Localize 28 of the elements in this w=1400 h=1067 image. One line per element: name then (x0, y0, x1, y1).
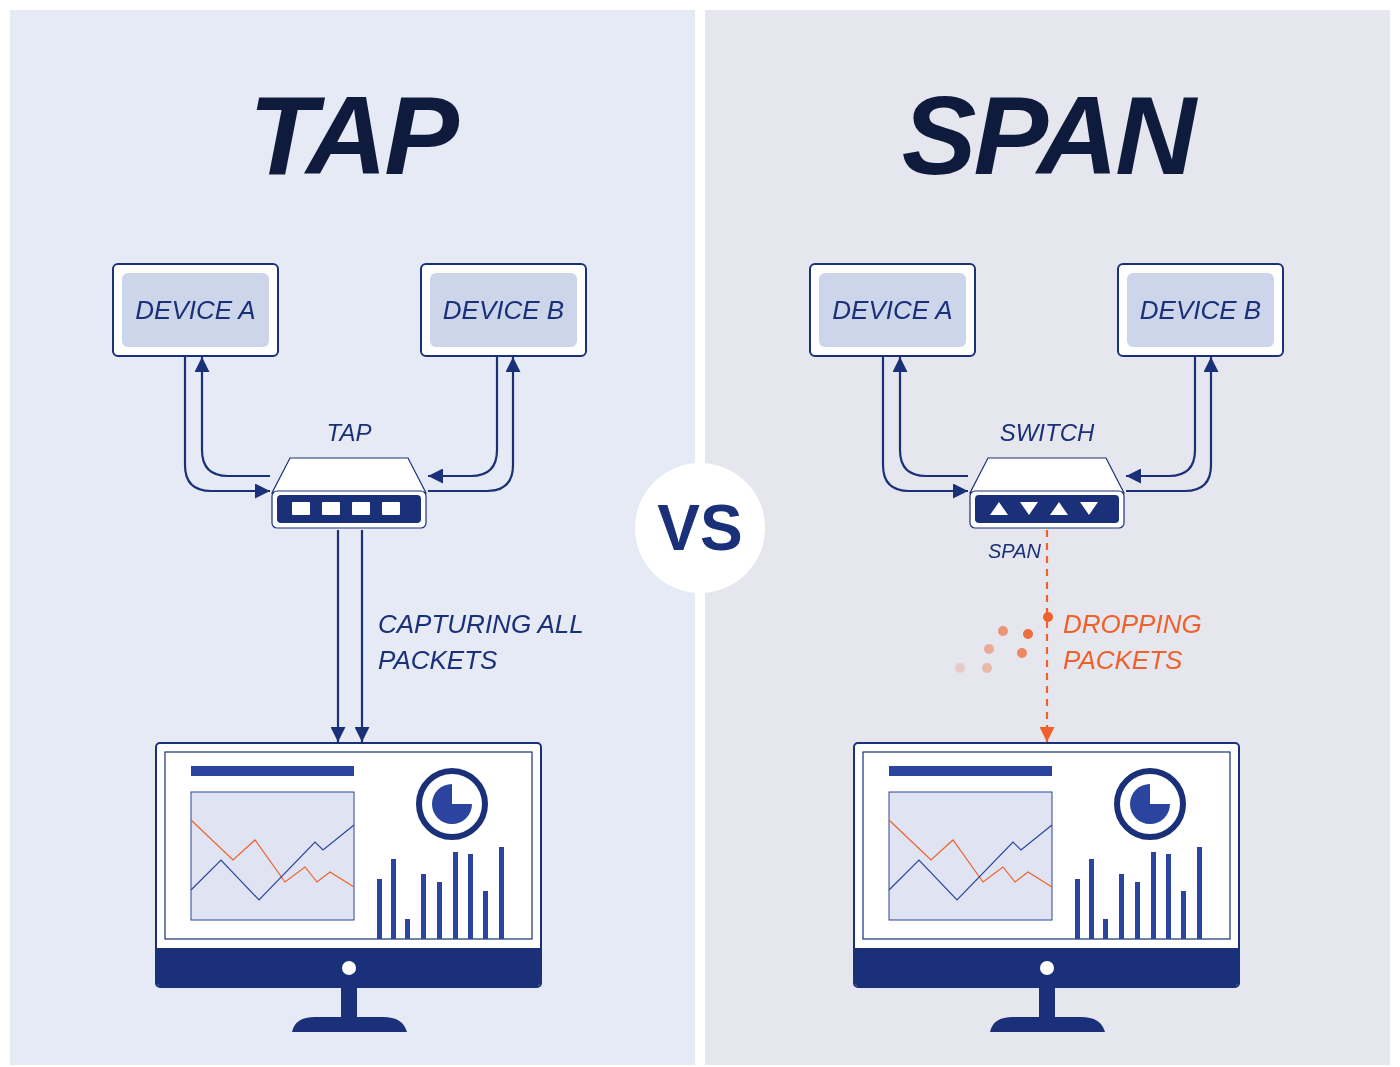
annotation-text: CAPTURING ALL PACKETS (378, 608, 585, 677)
device-label: DEVICE B (430, 273, 577, 347)
device-label: SWITCH (998, 418, 1096, 448)
arrow (1126, 357, 1219, 493)
arrow (428, 357, 499, 484)
arrow (881, 357, 968, 499)
arrow (354, 530, 370, 742)
arrow (183, 357, 270, 499)
panel-title: TAP (247, 80, 459, 192)
monitor-drawing (853, 742, 1240, 1032)
panel-title: SPAN (705, 80, 1390, 192)
arrow (892, 357, 968, 478)
device-label: DEVICE A (122, 273, 269, 347)
annotation-text: DROPPING PACKETS (1063, 608, 1203, 677)
device-box (1117, 263, 1284, 357)
device-label: TAP (325, 418, 373, 448)
port-label: SPAN (988, 539, 1041, 564)
device-box (420, 263, 587, 357)
arrow (428, 357, 521, 493)
monitor-drawing (155, 742, 542, 1032)
arrow (194, 357, 270, 478)
device-label: DEVICE A (819, 273, 966, 347)
device-box (809, 263, 976, 357)
device-box (112, 263, 279, 357)
arrow (1039, 530, 1055, 742)
arrow (1126, 357, 1197, 484)
arrow (330, 530, 346, 742)
device-label: DEVICE B (1127, 273, 1274, 347)
